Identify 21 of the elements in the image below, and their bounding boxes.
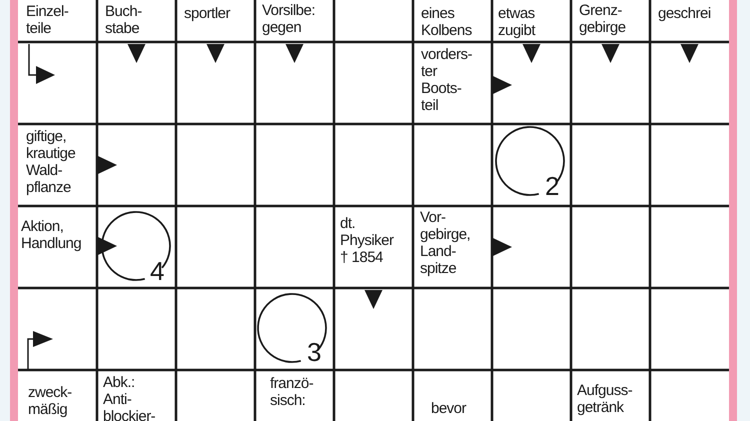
clue-text: etwas zugibt: [498, 5, 536, 39]
clue-text: giftige, krautige Wald- pflanze: [26, 128, 76, 196]
clue-text: Vorsilbe: gegen: [262, 2, 316, 36]
clue-text: Abk.: Anti- blockier-: [103, 374, 153, 421]
clue-text: franzö- sisch:: [270, 375, 314, 409]
clue-text: zweck- mäßig: [28, 384, 73, 418]
clue-text: vorders- ter Boots- teil: [421, 46, 474, 114]
clue-text: Grenz- gebirge: [579, 2, 627, 36]
clue-text: geschrei: [658, 5, 712, 22]
clue-text: Aufguss- getränk: [577, 382, 634, 416]
clue-text: Buch- stabe: [105, 3, 143, 37]
clue-text: sportler: [184, 5, 232, 22]
clue-text: Einzel- teile: [26, 3, 70, 37]
clue-text: eines Kolbens: [421, 5, 473, 39]
solution-number: 3: [307, 339, 322, 365]
solution-number: 2: [545, 173, 560, 199]
clue-text: dt. Physiker † 1854: [340, 215, 395, 266]
clue-text: Vor- gebirge, Land- spitze: [420, 209, 472, 277]
clue-text: bevor: [431, 400, 468, 417]
clue-text: Aktion, Handlung: [21, 218, 82, 252]
solution-number: 4: [150, 258, 164, 284]
